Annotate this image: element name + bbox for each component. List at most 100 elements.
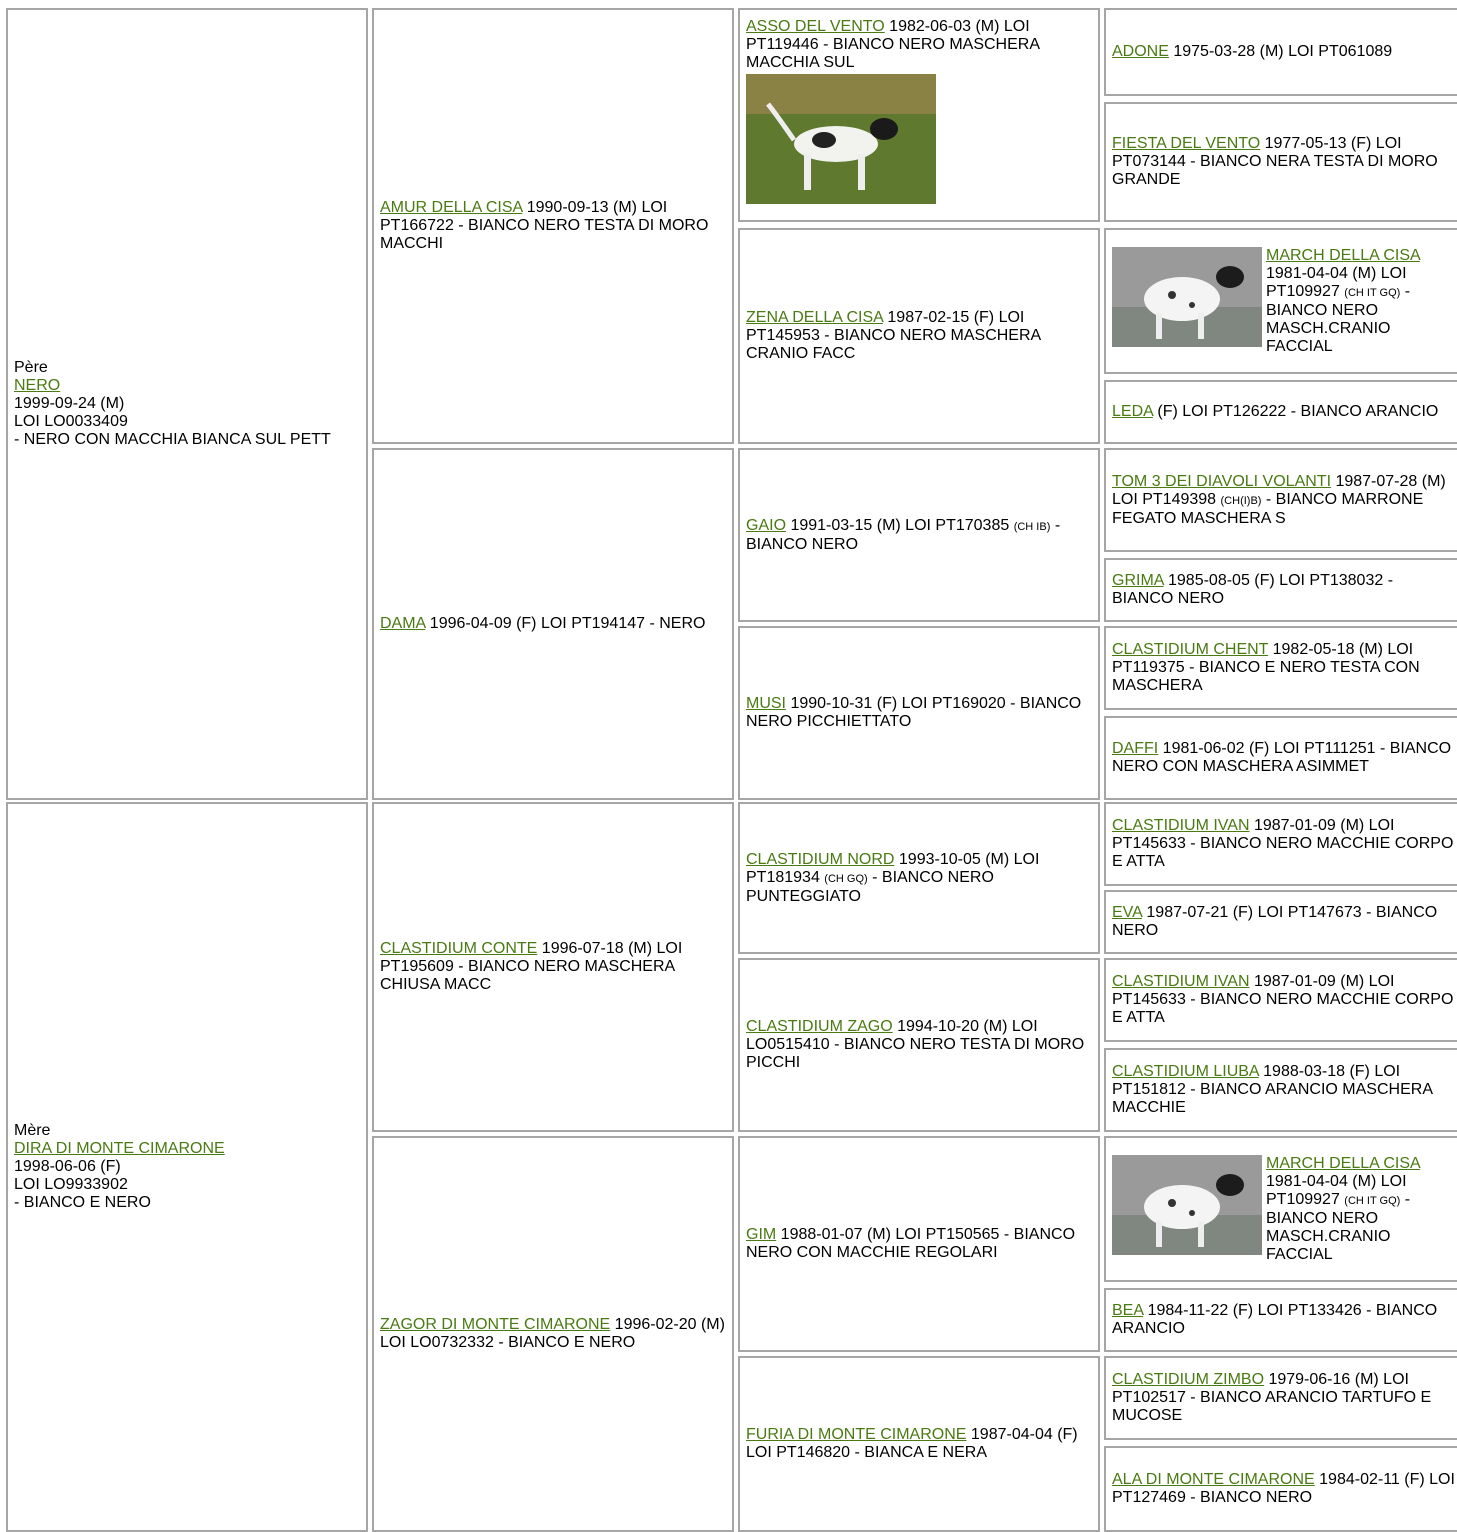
g4-info: 1979-06-16 (M) LOI PT102517 - BIANCO ARA… — [1112, 1371, 1432, 1424]
great-grandparent-cell: ZENA DELLA CISA 1987-02-15 (F) LOI PT145… — [738, 228, 1100, 444]
dam-cell: Mère DIRA DI MONTE CIMARONE 1998-06-06 (… — [6, 802, 368, 1532]
great-grandparent-cell: GAIO 1991-03-15 (M) LOI PT170385 (CH IB)… — [738, 448, 1100, 622]
g4-info: (F) LOI PT126222 - BIANCO ARANCIO — [1152, 403, 1439, 420]
g4-info: 1975-03-28 (M) LOI PT061089 — [1168, 43, 1393, 60]
g4-info: 1987-07-21 (F) LOI PT147673 - BIANCO NER… — [1112, 904, 1438, 939]
sire-color: - NERO CON MACCHIA BIANCA SUL PETT — [14, 431, 331, 448]
sire-name-link[interactable]: NERO — [14, 377, 61, 394]
g4-info: 1982-05-18 (M) LOI PT119375 - BIANCO E N… — [1112, 641, 1420, 694]
g4-cell: EVA 1987-07-21 (F) LOI PT147673 - BIANCO… — [1104, 890, 1457, 954]
g4-link[interactable]: CLASTIDIUM ZIMBO — [1112, 1371, 1265, 1388]
g4-cell: LEDA (F) LOI PT126222 - BIANCO ARANCIO — [1104, 380, 1457, 444]
g4-info: 1987-07-28 (M) LOI PT149398 — [1112, 472, 1446, 508]
title-badge: (CH IT GQ) — [1344, 286, 1401, 299]
g4-cell: TOM 3 DEI DIAVOLI VOLANTI 1987-07-28 (M)… — [1104, 448, 1457, 552]
grandparent-link[interactable]: DAMA — [380, 615, 426, 632]
grandparent-info: 1996-07-18 (M) LOI PT195609 - BIANCO NER… — [380, 940, 683, 993]
great-grandparent-color: - BIANCO NERO — [746, 516, 1061, 553]
great-grandparent-link[interactable]: MUSI — [746, 695, 786, 712]
dam-label: Mère — [14, 1122, 51, 1139]
great-grandparent-link[interactable]: ZENA DELLA CISA — [746, 309, 883, 326]
g4-link[interactable]: MARCH DELLA CISA — [1266, 1154, 1420, 1172]
sire-date: 1999-09-24 (M) — [14, 395, 125, 412]
g4-color: - BIANCO NERO MASCH.CRANIO FACCIAL — [1266, 1190, 1411, 1263]
g4-cell: ADONE 1975-03-28 (M) LOI PT061089 — [1104, 8, 1457, 96]
g4-link[interactable]: FIESTA DEL VENTO — [1112, 135, 1261, 152]
grandparent-cell: DAMA 1996-04-09 (F) LOI PT194147 - NERO — [372, 448, 734, 800]
sire-cell: Père NERO 1999-09-24 (M) LOI LO0033409 -… — [6, 8, 368, 800]
great-grandparent-link[interactable]: FURIA DI MONTE CIMARONE — [746, 1426, 967, 1443]
great-grandparent-info: 1987-04-04 (F) LOI PT146820 - BIANCA E N… — [746, 1426, 1078, 1461]
g4-link[interactable]: CLASTIDIUM IVAN — [1112, 817, 1250, 834]
g4-link[interactable]: BEA — [1112, 1302, 1144, 1319]
g4-info: 1984-02-11 (F) LOI PT127469 - BIANCO NER… — [1112, 1471, 1455, 1506]
grandparent-link[interactable]: CLASTIDIUM CONTE — [380, 940, 538, 957]
g4-cell: CLASTIDIUM ZIMBO 1979-06-16 (M) LOI PT10… — [1104, 1356, 1457, 1440]
dog-photo — [1112, 1154, 1262, 1255]
g4-color: - BIANCO NERO MASCH.CRANIO FACCIAL — [1266, 282, 1411, 355]
g4-cell: CLASTIDIUM IVAN 1987-01-09 (M) LOI PT145… — [1104, 958, 1457, 1042]
g4-cell: BEA 1984-11-22 (F) LOI PT133426 - BIANCO… — [1104, 1288, 1457, 1352]
grandparent-link[interactable]: ZAGOR DI MONTE CIMARONE — [380, 1316, 611, 1333]
title-badge: (CH IB) — [1013, 520, 1051, 533]
great-grandparent-link[interactable]: CLASTIDIUM ZAGO — [746, 1018, 893, 1035]
dam-name-link[interactable]: DIRA DI MONTE CIMARONE — [14, 1140, 225, 1157]
g4-cell: MARCH DELLA CISA 1981-04-04 (M) LOI PT10… — [1104, 1136, 1457, 1282]
great-grandparent-cell: MUSI 1990-10-31 (F) LOI PT169020 - BIANC… — [738, 626, 1100, 800]
grandparent-cell: CLASTIDIUM CONTE 1996-07-18 (M) LOI PT19… — [372, 802, 734, 1132]
dog-photo — [1112, 246, 1262, 347]
g4-link[interactable]: CLASTIDIUM CHENT — [1112, 641, 1269, 658]
title-badge: (CH IT GQ) — [1344, 1194, 1401, 1207]
g4-cell: CLASTIDIUM IVAN 1987-01-09 (M) LOI PT145… — [1104, 802, 1457, 886]
g4-cell: CLASTIDIUM LIUBA 1988-03-18 (F) LOI PT15… — [1104, 1048, 1457, 1132]
g4-cell: CLASTIDIUM CHENT 1982-05-18 (M) LOI PT11… — [1104, 626, 1457, 710]
g4-cell: GRIMA 1985-08-05 (F) LOI PT138032 - BIAN… — [1104, 558, 1457, 622]
grandparent-info: 1996-04-09 (F) LOI PT194147 - NERO — [425, 615, 706, 632]
g4-link[interactable]: CLASTIDIUM IVAN — [1112, 973, 1250, 990]
grandparent-cell: ZAGOR DI MONTE CIMARONE 1996-02-20 (M) L… — [372, 1136, 734, 1532]
great-grandparent-link[interactable]: GIM — [746, 1226, 777, 1243]
great-grandparent-cell: FURIA DI MONTE CIMARONE 1987-04-04 (F) L… — [738, 1356, 1100, 1532]
g4-link[interactable]: MARCH DELLA CISA — [1266, 246, 1420, 264]
dog-photo — [746, 74, 936, 204]
g4-info: 1981-06-02 (F) LOI PT111251 - BIANCO NER… — [1112, 740, 1452, 775]
g4-link[interactable]: ALA DI MONTE CIMARONE — [1112, 1471, 1315, 1488]
g4-cell: MARCH DELLA CISA 1981-04-04 (M) LOI PT10… — [1104, 228, 1457, 374]
title-badge: (CH(I)B) — [1220, 494, 1262, 507]
great-grandparent-info: 1987-02-15 (F) LOI PT145953 - BIANCO NER… — [746, 309, 1041, 362]
sire-reg: LOI LO0033409 — [14, 413, 128, 430]
great-grandparent-info: 1988-01-07 (M) LOI PT150565 - BIANCO NER… — [746, 1226, 1076, 1261]
great-grandparent-link[interactable]: ASSO DEL VENTO — [746, 18, 885, 35]
great-grandparent-color: - BIANCO NERO PUNTEGGIATO — [746, 868, 994, 905]
great-grandparent-cell: CLASTIDIUM NORD 1993-10-05 (M) LOI PT181… — [738, 802, 1100, 954]
g4-link[interactable]: GRIMA — [1112, 572, 1164, 589]
g4-color: - BIANCO MARRONE FEGATO MASCHERA S — [1112, 490, 1424, 527]
great-grandparent-info: 1990-10-31 (F) LOI PT169020 - BIANCO NER… — [746, 695, 1082, 730]
g4-link[interactable]: CLASTIDIUM LIUBA — [1112, 1063, 1259, 1080]
g4-info: 1981-04-04 (M) LOI PT109927 — [1266, 1172, 1407, 1208]
grandparent-info: 1990-09-13 (M) LOI PT166722 - BIANCO NER… — [380, 199, 709, 252]
g4-info: 1985-08-05 (F) LOI PT138032 - BIANCO NER… — [1112, 572, 1394, 607]
grandparent-cell: AMUR DELLA CISA 1990-09-13 (M) LOI PT166… — [372, 8, 734, 444]
g4-link[interactable]: EVA — [1112, 904, 1142, 921]
g4-link[interactable]: LEDA — [1112, 403, 1153, 420]
grandparent-info: 1996-02-20 (M) LOI LO0732332 - BIANCO E … — [380, 1316, 725, 1351]
g4-info: 1977-05-13 (F) LOI PT073144 - BIANCO NER… — [1112, 135, 1438, 188]
great-grandparent-info: 1994-10-20 (M) LOI LO0515410 - BIANCO NE… — [746, 1018, 1085, 1071]
great-grandparent-link[interactable]: GAIO — [746, 516, 787, 534]
grandparent-link[interactable]: AMUR DELLA CISA — [380, 199, 523, 216]
title-badge: (CH GQ) — [824, 872, 868, 885]
dam-color: - BIANCO E NERO — [14, 1194, 151, 1211]
g4-info: 1984-11-22 (F) LOI PT133426 - BIANCO ARA… — [1112, 1302, 1438, 1337]
great-grandparent-info: 1993-10-05 (M) LOI PT181934 — [746, 850, 1040, 886]
g4-info: 1981-04-04 (M) LOI PT109927 — [1266, 264, 1407, 300]
g4-cell: DAFFI 1981-06-02 (F) LOI PT111251 - BIAN… — [1104, 716, 1457, 800]
g4-link[interactable]: DAFFI — [1112, 740, 1159, 757]
great-grandparent-cell: GIM 1988-01-07 (M) LOI PT150565 - BIANCO… — [738, 1136, 1100, 1352]
dam-reg: LOI LO9933902 — [14, 1176, 128, 1193]
g4-info: 1987-01-09 (M) LOI PT145633 - BIANCO NER… — [1112, 817, 1454, 870]
g4-link[interactable]: ADONE — [1112, 43, 1169, 60]
g4-link[interactable]: TOM 3 DEI DIAVOLI VOLANTI — [1112, 472, 1332, 490]
great-grandparent-info: 1982-06-03 (M) LOI PT119446 - BIANCO NER… — [746, 18, 1040, 71]
great-grandparent-link[interactable]: CLASTIDIUM NORD — [746, 850, 895, 868]
